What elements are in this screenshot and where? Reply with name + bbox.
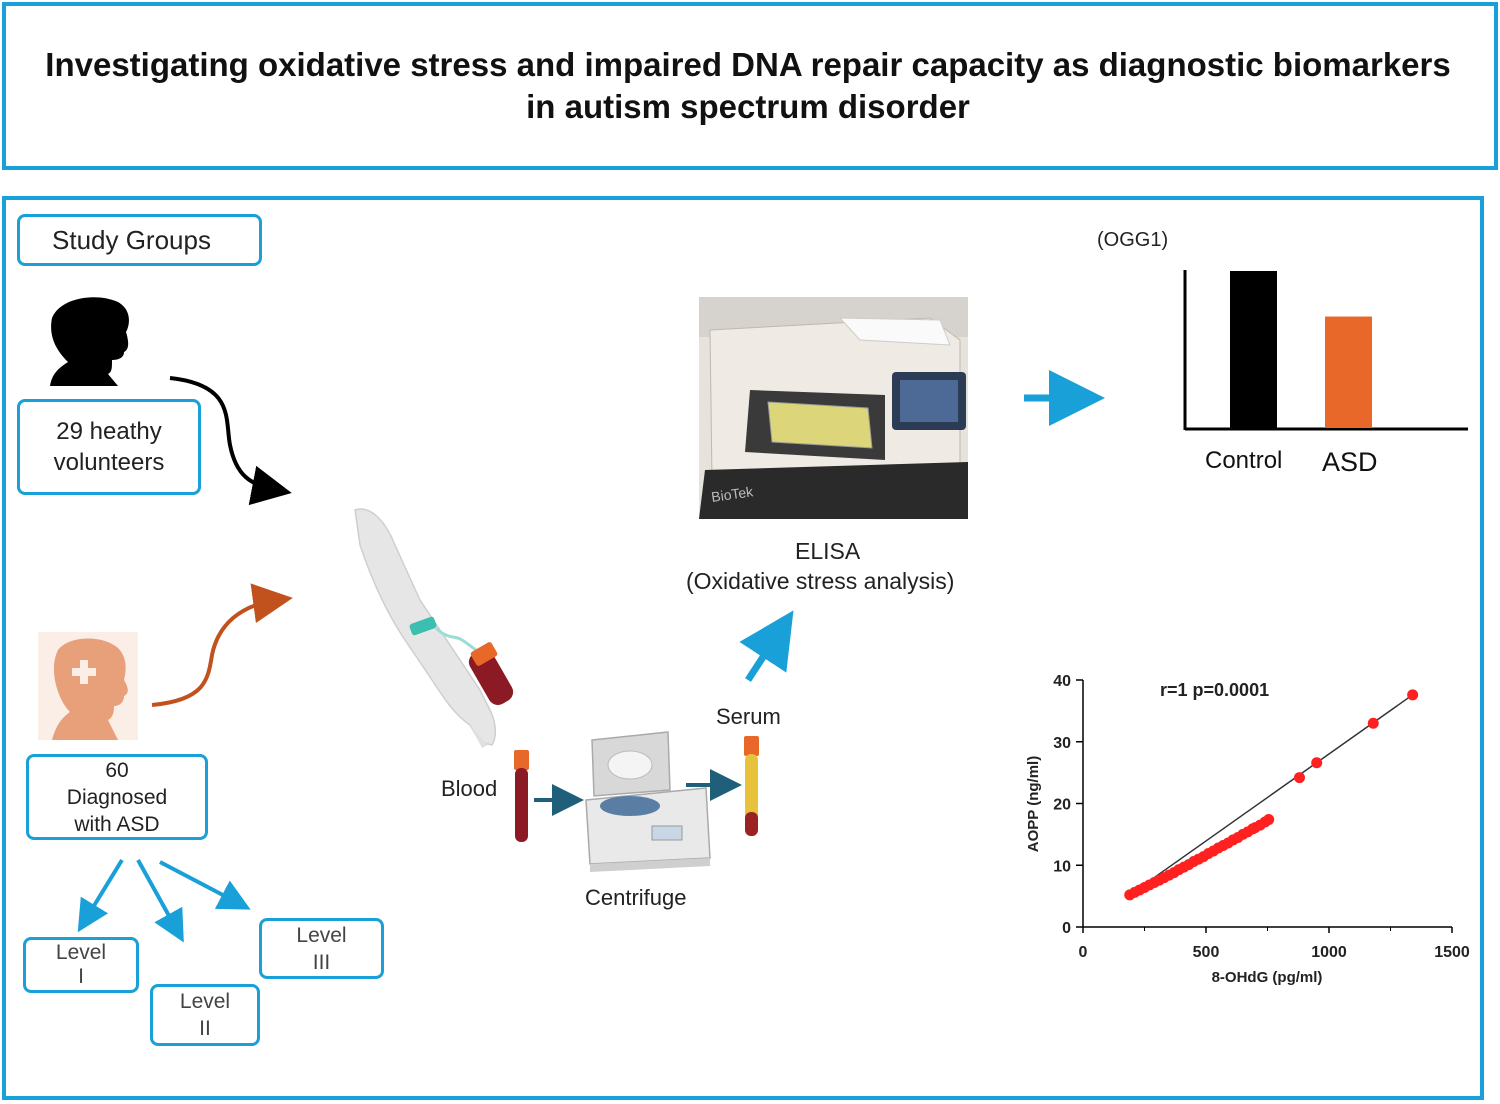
study-groups-label: Study Groups <box>52 224 211 255</box>
scatter-annotation: r=1 p=0.0001 <box>1160 680 1269 700</box>
bar-label-control: Control <box>1205 447 1283 474</box>
main-panel <box>2 196 1484 1100</box>
study-groups-heading: Study Groups <box>17 214 262 266</box>
x-tick-label: 1000 <box>1311 944 1347 961</box>
ogg1-bar-chart <box>1183 270 1468 431</box>
scatter-point <box>1311 757 1323 769</box>
y-tick-label: 0 <box>1062 920 1071 937</box>
y-tick-label: 20 <box>1053 797 1071 814</box>
control-line-1: 29 heathy <box>56 418 162 445</box>
scatter-point <box>1367 717 1379 729</box>
scatter-point <box>1407 689 1419 701</box>
child-silhouette-icon <box>50 297 129 386</box>
y-tick-label: 30 <box>1053 735 1071 752</box>
elisa-sub-label: (Oxidative stress analysis) <box>686 568 955 594</box>
level-2-box: Level II <box>150 984 260 1046</box>
serum-to-elisa-arrow <box>739 610 794 682</box>
asd-group-box: 60 Diagnosed with ASD <box>26 754 208 840</box>
asd-arrow <box>151 583 293 707</box>
control-line-2: volunteers <box>53 449 165 476</box>
page-title: Investigating oxidative stress and impai… <box>45 46 1451 125</box>
bar-control <box>1230 271 1277 428</box>
centrifuge-label: Centrifuge <box>585 885 687 910</box>
asd-line-1: 60 <box>105 758 129 782</box>
level-3-line-2: III <box>312 950 331 974</box>
fit-line <box>1129 694 1414 896</box>
y-tick-label: 40 <box>1053 673 1071 690</box>
control-group-box: 29 heathy volunteers <box>17 399 201 495</box>
level-1-box: Level I <box>23 937 139 993</box>
asd-line-2: Diagnosed <box>66 785 168 809</box>
title-frame <box>2 2 1498 170</box>
bar-chart-title: (OGG1) <box>1097 229 1169 251</box>
bar-asd <box>1325 316 1372 428</box>
asd-line-3: with ASD <box>74 812 160 836</box>
control-arrow <box>169 376 292 506</box>
blood-draw-arm-icon <box>354 508 514 748</box>
scatter-point <box>1293 772 1305 784</box>
level-2-line-1: Level <box>179 990 231 1013</box>
centrifuge-icon <box>585 731 711 872</box>
serum-tube-icon <box>744 736 759 836</box>
scatter-y-label: AOPP (ng/ml) <box>1025 756 1042 852</box>
level-1-arrow <box>77 858 124 933</box>
elisa-label: ELISA <box>795 538 861 564</box>
level-3-arrow <box>159 860 251 910</box>
x-tick-label: 0 <box>1079 944 1088 961</box>
blood-label: Blood <box>441 776 498 801</box>
elisa-plate-reader-photo: BioTek <box>699 297 968 519</box>
serum-label: Serum <box>716 704 781 729</box>
child-puzzle-head-icon <box>38 632 138 740</box>
level-2-line-2: II <box>199 1017 211 1040</box>
level-3-box: Level III <box>259 918 384 979</box>
scatter-point <box>1263 814 1275 826</box>
blood-tube-icon <box>514 750 529 842</box>
x-tick-label: 500 <box>1193 944 1220 961</box>
scatter-chart: r=1 p=0.0001 8-OHdG (pg/ml) AOPP (ng/ml)… <box>1025 673 1470 986</box>
scatter-x-label: 8-OHdG (pg/ml) <box>1212 969 1323 986</box>
level-3-line-1: Level <box>296 923 347 947</box>
y-tick-label: 10 <box>1053 858 1071 875</box>
bar-label-asd: ASD <box>1322 447 1378 477</box>
level-1-line-2: I <box>78 965 84 988</box>
level-1-line-1: Level <box>55 941 107 964</box>
level-2-arrow <box>136 859 184 943</box>
x-tick-label: 1500 <box>1434 944 1470 961</box>
plate-reader-brand: BioTek <box>710 483 755 505</box>
